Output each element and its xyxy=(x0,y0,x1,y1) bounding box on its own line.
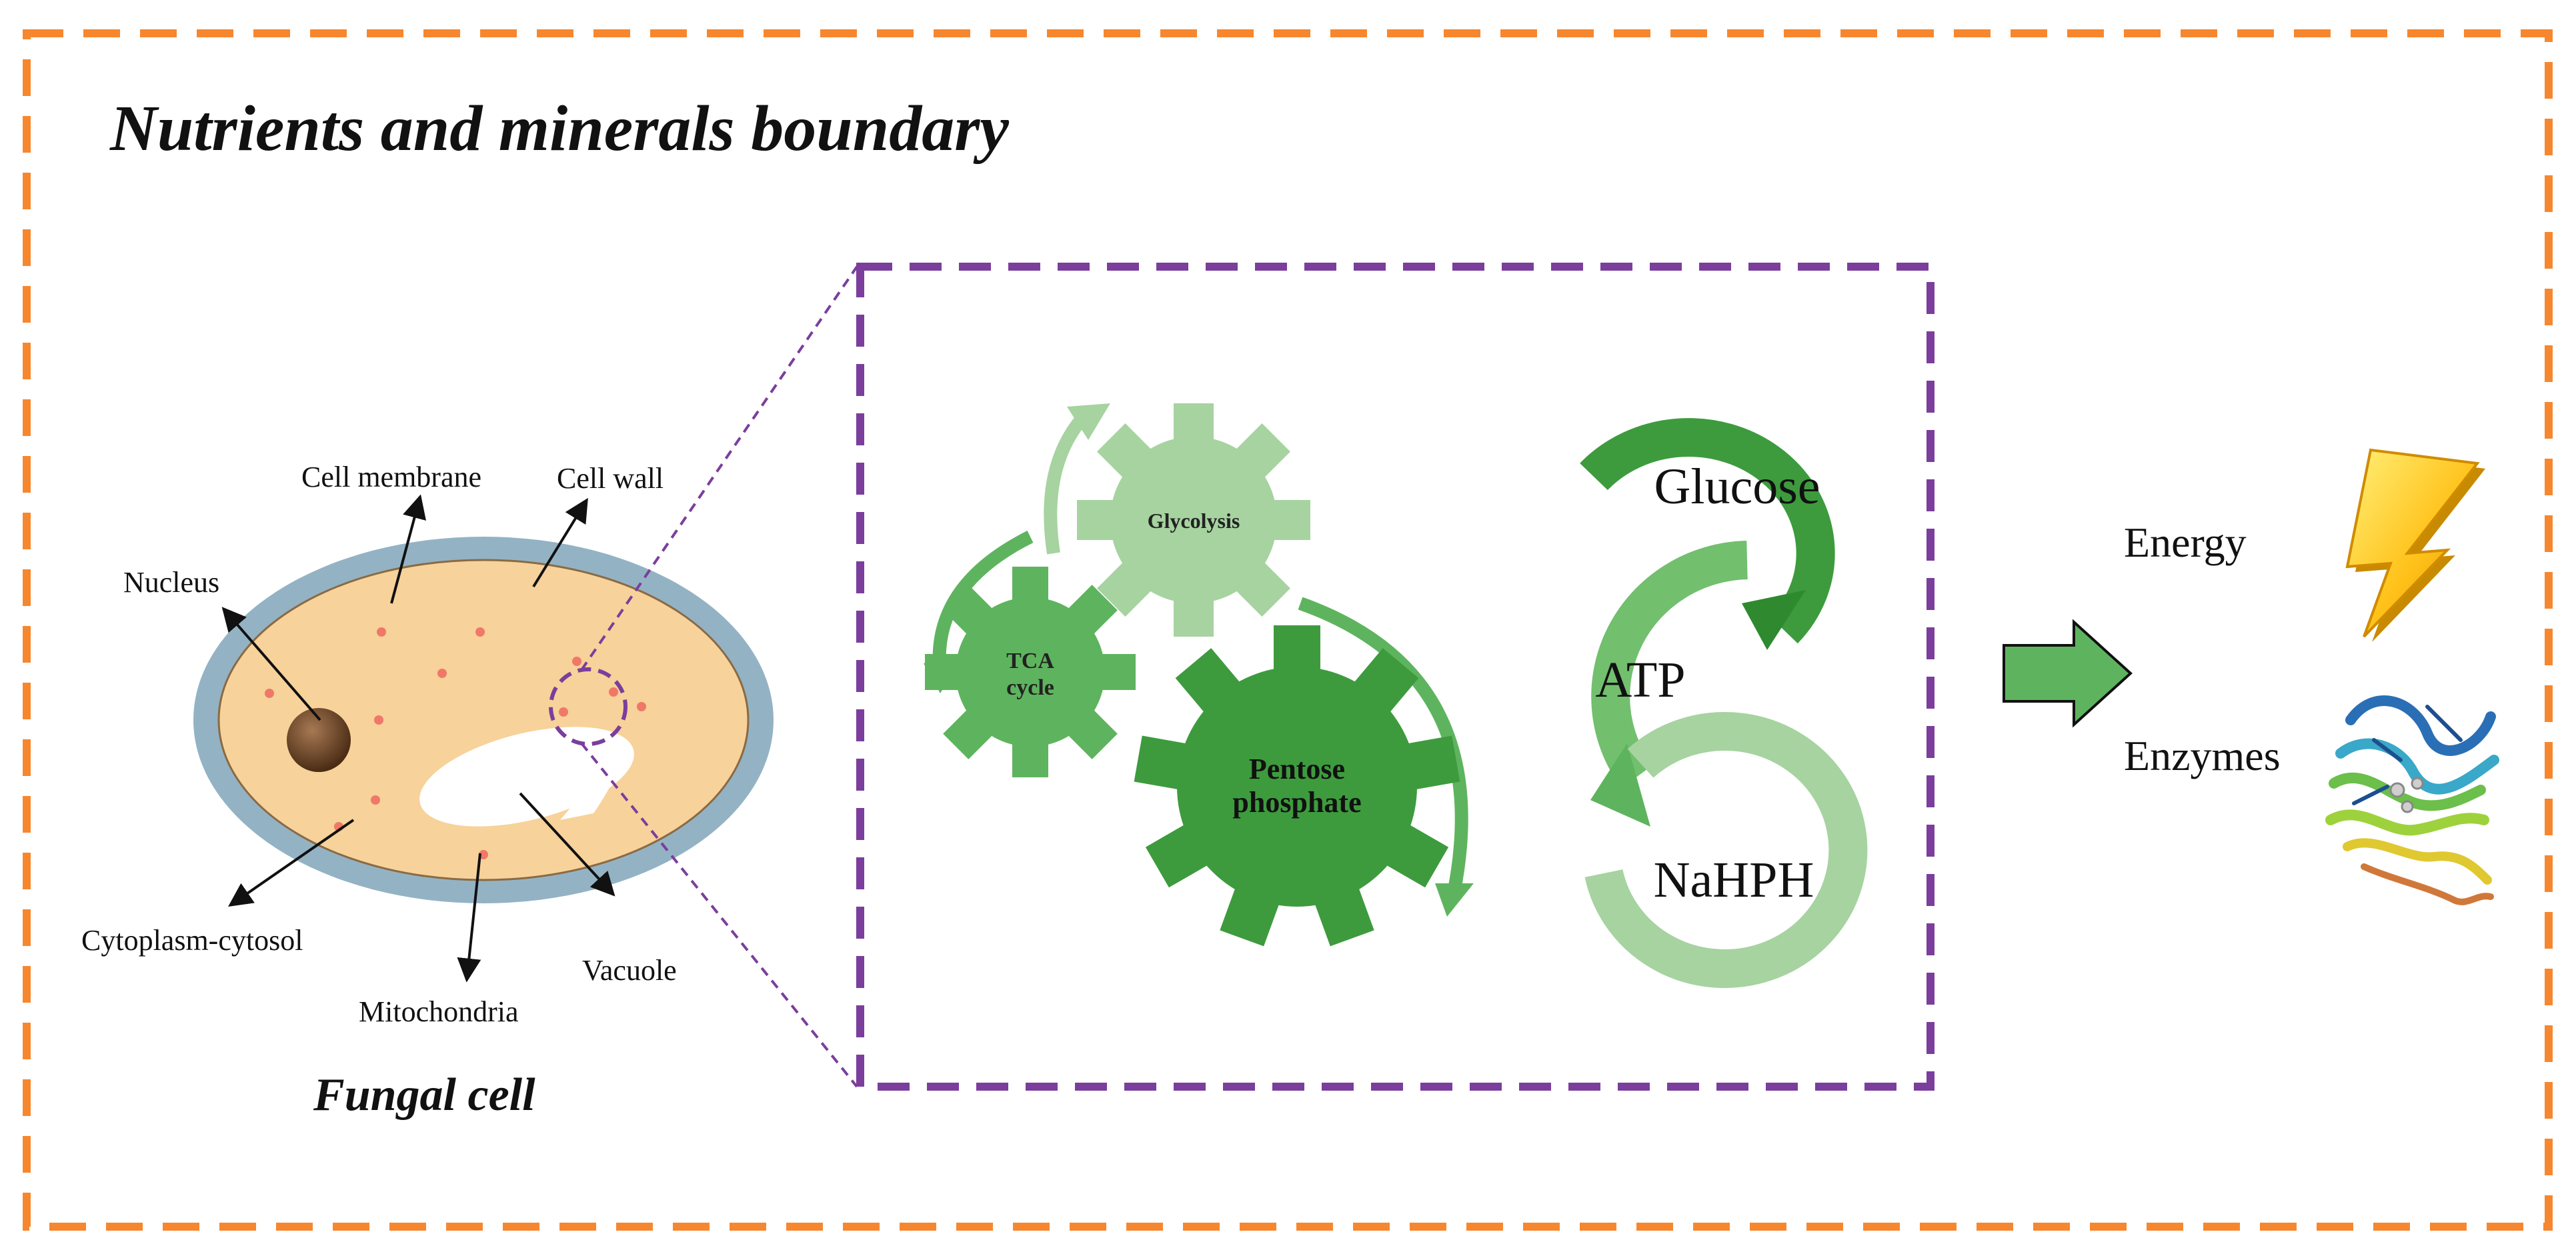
gear-tca-label-2: cycle xyxy=(1006,675,1054,700)
right-arrow-icon xyxy=(2003,619,2133,728)
cycle-arc-atp xyxy=(1591,541,1748,789)
pathway-gears: Glycolysis TCA cycle xyxy=(924,403,1474,947)
output-energy: Energy xyxy=(2124,519,2247,566)
cycle-arrowhead-glucose xyxy=(1742,590,1806,650)
zoom-box xyxy=(856,263,1935,1091)
label-nucleus: Nucleus xyxy=(123,566,219,599)
label-vacuole: Vacuole xyxy=(582,954,677,987)
mitochondria-dots xyxy=(265,627,646,859)
output-enzymes: Enzymes xyxy=(2124,732,2281,779)
cycle-label-atp: ATP xyxy=(1595,652,1685,708)
gear-pentose-label-2: phosphate xyxy=(1232,786,1361,819)
lightning-bolt-icon xyxy=(2345,448,2485,642)
zoom-lines xyxy=(580,265,858,1088)
pentose-arc xyxy=(1298,597,1468,895)
cycle-arc-glucose xyxy=(1580,418,1835,644)
cytoplasm xyxy=(217,559,750,881)
label-cell-membrane: Cell membrane xyxy=(301,461,481,493)
boundary-title: Nutrients and minerals boundary xyxy=(109,93,1009,165)
label-cytoplasm: Cytoplasm-cytosol xyxy=(81,924,303,957)
energy-cycle: Glucose ATP NaHPH xyxy=(1580,418,1868,988)
gear-tca: TCA cycle xyxy=(925,567,1136,777)
gear-tca-label-1: TCA xyxy=(1006,649,1054,673)
zoom-circle xyxy=(549,667,627,746)
label-cell-wall: Cell wall xyxy=(557,462,664,495)
cycle-arc-nahph xyxy=(1584,712,1868,988)
gear-glycolysis: Glycolysis xyxy=(1077,403,1310,637)
gear-pentose: Pentose phosphate xyxy=(1134,625,1460,947)
cycle-label-glucose: Glucose xyxy=(1654,459,1820,515)
nutrient-boundary xyxy=(23,29,2553,1231)
cell-caption: Fungal cell xyxy=(313,1069,535,1121)
cycle-arrowhead-atp xyxy=(1590,743,1650,827)
nucleus xyxy=(287,708,351,772)
glycolysis-arc xyxy=(1044,412,1089,555)
cycle-label-nahph: NaHPH xyxy=(1654,852,1814,908)
gear-glycolysis-label: Glycolysis xyxy=(1148,509,1240,533)
protein-structure-icon xyxy=(2325,695,2499,905)
gear-pentose-label-1: Pentose xyxy=(1249,753,1345,785)
fungal-cell: Cell membrane Cell wall Nucleus Cytoplas… xyxy=(81,461,774,1121)
label-mitochondria: Mitochondria xyxy=(359,995,519,1028)
